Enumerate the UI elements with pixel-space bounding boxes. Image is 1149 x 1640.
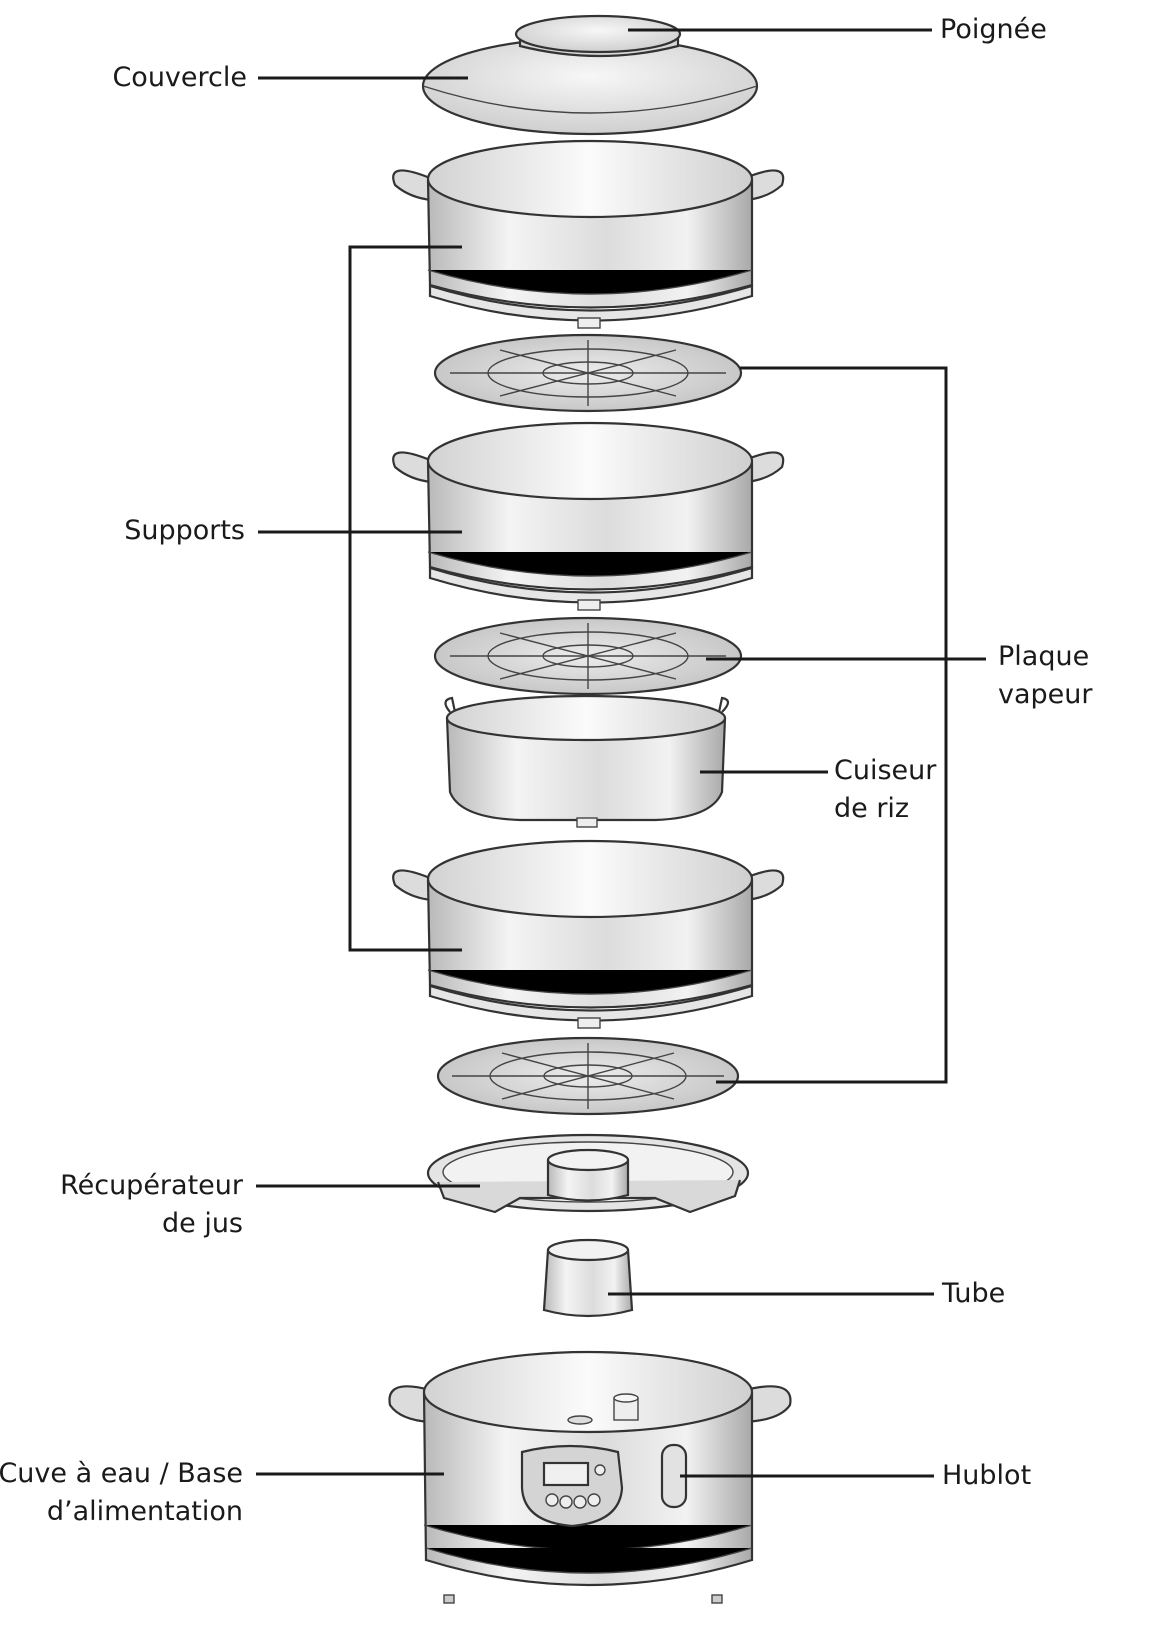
label-supports-text: Supports xyxy=(124,515,245,546)
label-plaque-vapeur: Plaque vapeur xyxy=(998,638,1093,714)
label-cuve-line1: Cuve à eau / Base xyxy=(0,1458,243,1489)
label-cuiseur-line1: Cuiseur xyxy=(834,755,937,786)
steamer-bowl-middle xyxy=(392,421,785,611)
control-panel xyxy=(520,1444,624,1528)
label-supports: Supports xyxy=(124,512,245,550)
label-couvercle-text: Couvercle xyxy=(112,62,247,93)
leader-lines xyxy=(256,28,986,1478)
label-plaque-line2: vapeur xyxy=(998,679,1093,710)
label-couvercle: Couvercle xyxy=(112,59,247,97)
tube xyxy=(542,1238,634,1318)
label-cuve-base: Cuve à eau / Base d’alimentation xyxy=(0,1455,243,1531)
label-cuiseur-line2: de riz xyxy=(834,793,910,824)
label-hublot-text: Hublot xyxy=(942,1460,1032,1491)
steam-plate-bottom xyxy=(436,1036,740,1116)
label-hublot: Hublot xyxy=(942,1457,1031,1495)
label-poignee-text: Poignée xyxy=(940,14,1047,45)
rice-bowl xyxy=(444,694,730,828)
label-tube-text: Tube xyxy=(942,1278,1006,1309)
juice-collector xyxy=(426,1133,750,1214)
label-tube: Tube xyxy=(942,1275,1005,1313)
label-recuperateur-line1: Récupérateur xyxy=(60,1170,243,1201)
lid-handle xyxy=(514,14,682,58)
label-cuiseur-riz: Cuiseur de riz xyxy=(834,752,936,828)
label-recuperateur-line2: de jus xyxy=(161,1208,243,1239)
label-poignee: Poignée xyxy=(940,11,1047,49)
label-plaque-line1: Plaque xyxy=(998,641,1090,672)
steamer-bowl-top xyxy=(392,139,785,329)
label-recuperateur-jus: Récupérateur de jus xyxy=(60,1167,243,1243)
steam-plate-middle xyxy=(433,616,743,696)
steamer-bowl-bottom xyxy=(392,839,785,1029)
label-cuve-line2: d’alimentation xyxy=(46,1496,243,1527)
steam-plate-top xyxy=(433,333,743,413)
